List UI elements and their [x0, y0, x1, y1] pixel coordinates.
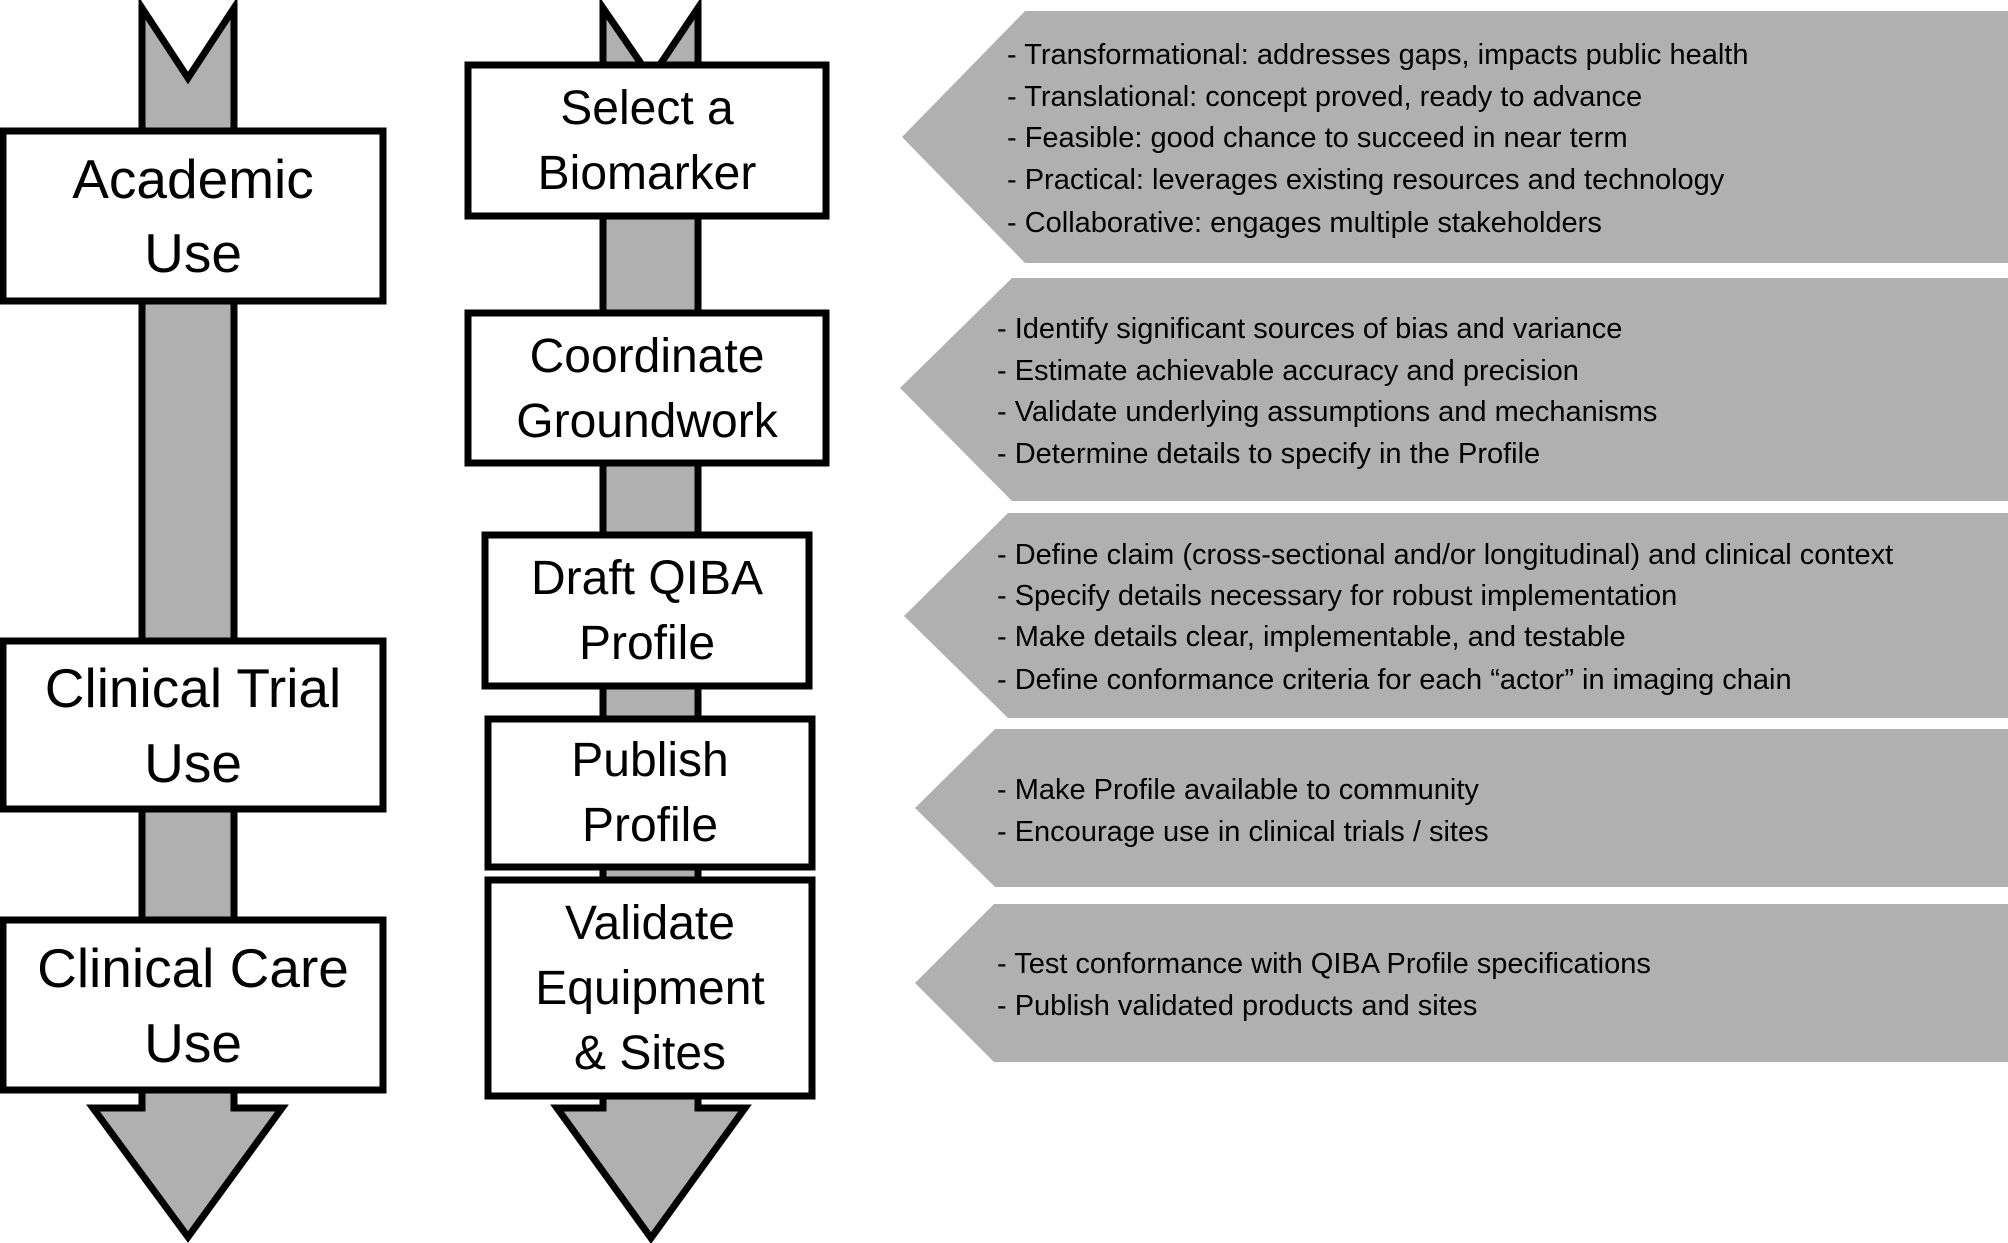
process-step-publish-profile: Publish Profile: [484, 715, 816, 871]
callout-bullet: - Specify details necessary for robust i…: [997, 580, 1677, 612]
use-stage-clinical-care: Clinical Care Use: [0, 916, 387, 1094]
use-stage-label: Clinical Care: [37, 937, 349, 999]
process-step-validate-equipment: Validate Equipment & Sites: [484, 876, 816, 1100]
callout-bullet: - Test conformance with QIBA Profile spe…: [997, 948, 1651, 980]
process-step-label: Publish: [571, 734, 728, 787]
callout-bullet: - Make details clear, implementable, and…: [997, 621, 1626, 653]
callout-bullet: - Determine details to specify in the Pr…: [997, 438, 1540, 470]
callout-bullet: - Collaborative: engages multiple stakeh…: [1007, 207, 1602, 239]
process-step-label: Profile: [582, 799, 718, 852]
use-stage-label: Use: [144, 222, 242, 284]
use-stage-clinical-trial: Clinical Trial Use: [0, 637, 387, 813]
process-step-label: Profile: [579, 617, 715, 670]
process-step-label: Groundwork: [516, 395, 778, 448]
use-stage-label: Use: [144, 732, 242, 794]
callout-arrow-shape: [915, 904, 2008, 1062]
process-step-label: Validate: [565, 897, 735, 950]
callout-arrow-shape: [902, 11, 2008, 263]
callout-bullet: - Define claim (cross-sectional and/or l…: [997, 539, 1893, 571]
process-step-label: Equipment: [535, 962, 764, 1015]
callout-bullet: - Translational: concept proved, ready t…: [1007, 81, 1642, 113]
process-step-label: Select a: [560, 82, 734, 135]
callout-select-biomarker: - Transformational: addresses gaps, impa…: [902, 11, 2008, 263]
callout-bullet: - Practical: leverages existing resource…: [1007, 164, 1725, 196]
use-stage-label: Academic: [72, 148, 313, 210]
use-stage-academic: Academic Use: [0, 127, 387, 305]
callout-arrow-shape: [900, 278, 2008, 501]
callout-bullet: - Encourage use in clinical trials / sit…: [997, 816, 1489, 848]
use-pathway-arrow: [86, 0, 289, 1243]
use-stage-label: Clinical Trial: [45, 657, 341, 719]
callout-publish-profile: - Make Profile available to community - …: [915, 729, 2008, 887]
process-step-label: & Sites: [574, 1027, 726, 1080]
use-stage-label: Use: [144, 1012, 242, 1074]
process-step-label: Coordinate: [530, 330, 765, 383]
callout-bullet: - Define conformance criteria for each “…: [997, 664, 1792, 696]
process-step-select-biomarker: Select a Biomarker: [464, 61, 830, 220]
callout-arrow-shape: [915, 729, 2008, 887]
callout-bullet: - Make Profile available to community: [997, 774, 1479, 806]
callout-bullet: - Identify significant sources of bias a…: [997, 313, 1622, 345]
callout-validate-equipment: - Test conformance with QIBA Profile spe…: [915, 904, 2008, 1062]
process-step-label: Draft QIBA: [531, 552, 763, 605]
callout-coordinate-groundwork: - Identify significant sources of bias a…: [900, 278, 2008, 501]
process-step-label: Biomarker: [538, 147, 757, 200]
callout-draft-profile: - Define claim (cross-sectional and/or l…: [904, 513, 2008, 718]
process-step-coordinate-groundwork: Coordinate Groundwork: [464, 309, 830, 467]
callout-bullet: - Validate underlying assumptions and me…: [997, 396, 1657, 428]
callout-bullet: - Feasible: good chance to succeed in ne…: [1007, 122, 1628, 154]
callout-bullet: - Publish validated products and sites: [997, 990, 1477, 1022]
callout-bullet: - Estimate achievable accuracy and preci…: [997, 355, 1579, 387]
callout-arrow-shape: [904, 513, 2008, 718]
callout-bullet: - Transformational: addresses gaps, impa…: [1007, 39, 1748, 71]
process-step-draft-profile: Draft QIBA Profile: [481, 531, 813, 690]
